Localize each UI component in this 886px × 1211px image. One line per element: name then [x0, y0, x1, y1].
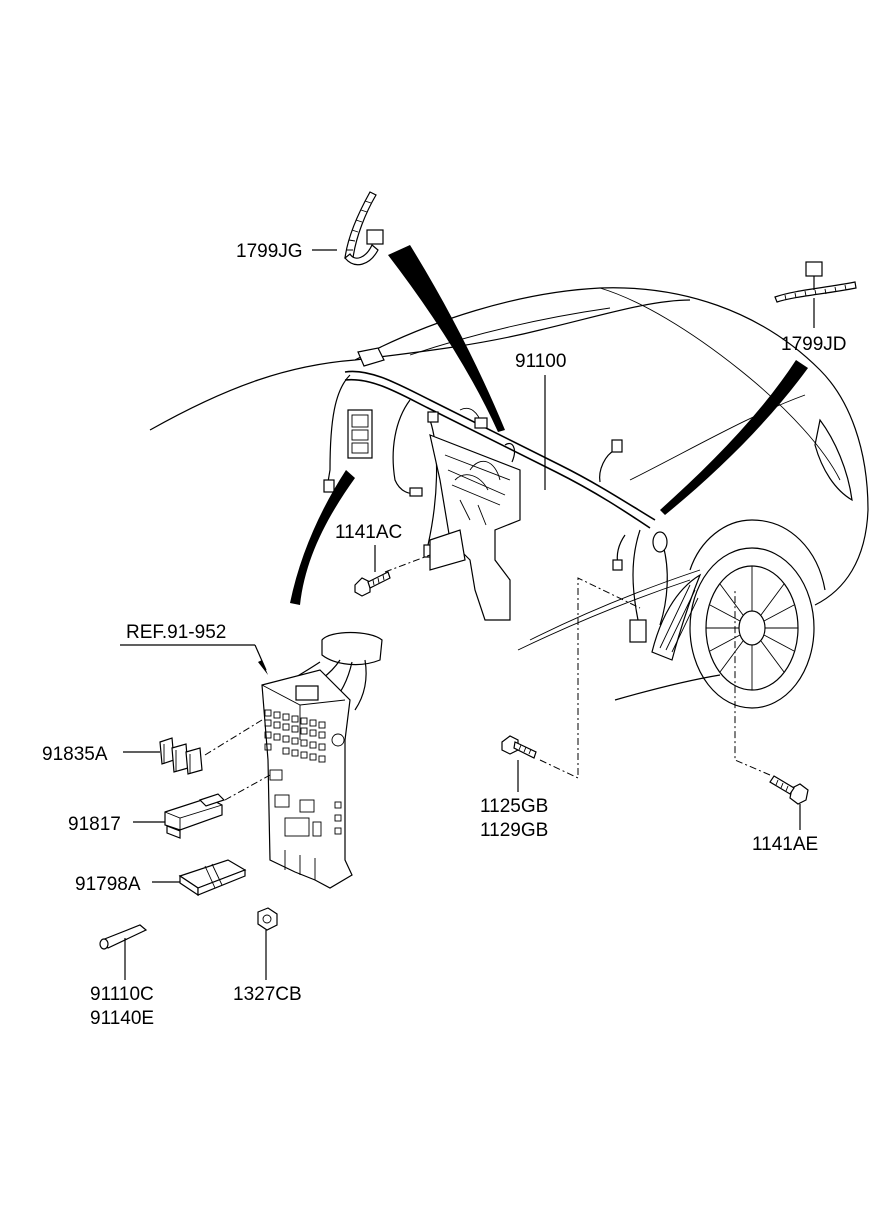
cable-tie-icon: [774, 261, 857, 328]
label-1799jg: 1799JG: [236, 241, 303, 262]
bolt-icon: [501, 577, 641, 792]
pointer-arrows: [290, 245, 808, 605]
label-1141ae: 1141AE: [752, 834, 818, 855]
wiring-harness-icon: [323, 347, 668, 643]
label-1141ac: 1141AC: [335, 522, 402, 543]
label-91100: 91100: [515, 351, 566, 372]
label-91798a: 91798A: [75, 874, 141, 895]
cable-tie-icon: [312, 191, 384, 266]
relay-icon: [133, 774, 271, 839]
label-1799jd: 1799JD: [781, 334, 847, 355]
nut-icon: [257, 907, 278, 980]
fuse-icon: [123, 719, 263, 775]
label-91817: 91817: [68, 814, 121, 835]
bolt-icon: [354, 545, 431, 597]
fuse-puller-icon: [99, 924, 148, 980]
bolt-icon: [734, 590, 809, 830]
junction-box-icon: [120, 631, 383, 889]
label-1129gb: 1129GB: [480, 820, 548, 841]
label-ref-junction-box: REF.91-952: [126, 622, 226, 643]
car-body-outline: [149, 287, 869, 709]
label-91110c: 91110C: [90, 984, 154, 1005]
label-1125gb: 1125GB: [480, 796, 548, 817]
label-91140e: 91140E: [90, 1008, 154, 1029]
label-1327cb: 1327CB: [233, 984, 302, 1005]
fuse-icon: [152, 859, 247, 897]
label-91835a: 91835A: [42, 744, 108, 765]
